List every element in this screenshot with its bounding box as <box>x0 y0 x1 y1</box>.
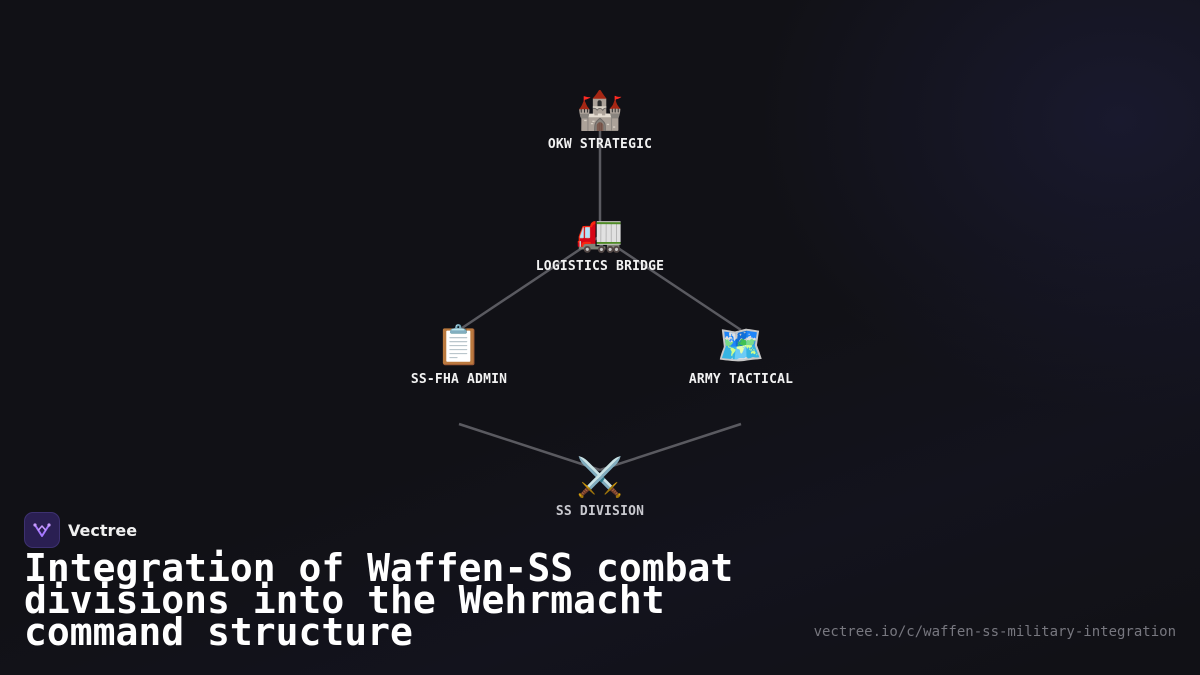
node-logistics-bridge: 🚛 LOGISTICS BRIDGE <box>536 210 664 274</box>
vectree-logo-icon <box>24 512 60 548</box>
node-ss-fha-admin: 📋 SS-FHA ADMIN <box>411 323 507 387</box>
truck-icon: 🚛 <box>576 210 624 254</box>
edge-logistics-ssfha <box>458 234 601 332</box>
node-label: ARMY TACTICAL <box>688 372 794 387</box>
node-label: SS-FHA ADMIN <box>410 372 508 387</box>
node-label: OKW STRATEGIC <box>547 137 653 152</box>
edge-army-ssdiv <box>599 422 742 472</box>
edge-logistics-army <box>599 234 742 332</box>
brand[interactable]: Vectree <box>24 512 137 548</box>
crossed-swords-icon: ⚔️ <box>576 455 624 499</box>
map-icon: 🗺️ <box>717 323 765 367</box>
page-url[interactable]: vectree.io/c/waffen-ss-military-integrat… <box>813 624 1176 640</box>
node-ss-division: ⚔️ SS DIVISION <box>556 455 644 519</box>
edge-ssfha-ssdiv <box>458 422 601 472</box>
node-label: LOGISTICS BRIDGE <box>535 259 665 274</box>
node-army-tactical: 🗺️ ARMY TACTICAL <box>689 323 793 387</box>
node-label: SS DIVISION <box>555 504 645 519</box>
castle-icon: 🏰 <box>576 88 624 132</box>
brand-name: Vectree <box>68 520 138 540</box>
page-title: Integration of Waffen-SS combat division… <box>24 546 734 654</box>
node-okw-strategic: 🏰 OKW STRATEGIC <box>548 88 652 152</box>
clipboard-icon: 📋 <box>435 323 483 367</box>
